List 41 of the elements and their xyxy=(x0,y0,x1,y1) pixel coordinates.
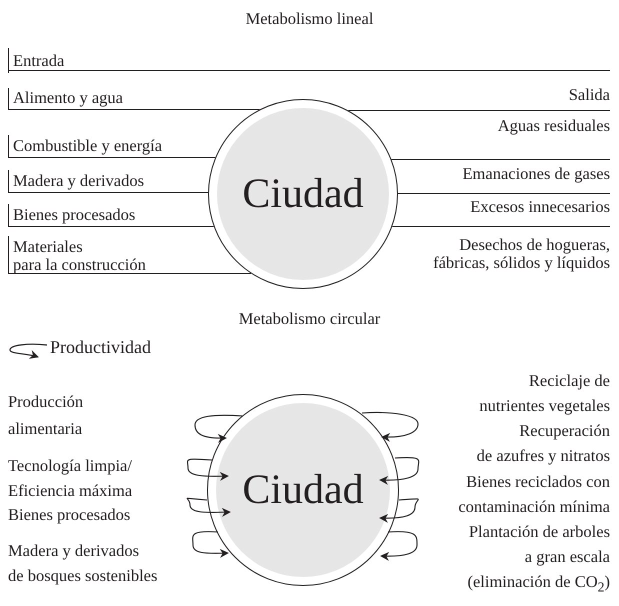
flow-label: Materiales para la construcción xyxy=(8,236,146,274)
loop-arrow xyxy=(379,498,419,523)
connector-line xyxy=(348,110,610,112)
connector-line xyxy=(8,226,214,228)
connector-line xyxy=(392,158,610,160)
flow-label: Bienes procesados xyxy=(8,204,136,227)
legend-label: Productividad xyxy=(50,336,151,359)
flow-label: Alimento y agua xyxy=(8,88,123,110)
flow-label: Producción alimentaria xyxy=(8,391,84,440)
section-heading: Entrada xyxy=(8,48,64,73)
flow-label: Tecnología limpia/ Eficiencia máxima xyxy=(8,455,132,502)
flow-label: Plantación de arboles a gran escala (eliminación de CO$_{2}$) xyxy=(467,521,610,596)
loop-arrow xyxy=(187,498,231,517)
city-circle: Ciudad xyxy=(207,394,399,586)
section-title: Metabolismo lineal xyxy=(244,8,374,30)
loop-arrow xyxy=(186,458,229,481)
connector-line xyxy=(8,108,260,110)
loop-arrow xyxy=(192,531,229,558)
city-circle: Ciudad xyxy=(208,99,398,289)
section-title: Metabolismo circular xyxy=(238,308,382,330)
flow-label: Recuperación de azufres y nitratos xyxy=(476,420,610,467)
flow-label: Bienes reciclados con contaminación mínima xyxy=(458,471,610,518)
connector-line xyxy=(398,192,610,194)
flow-label: Emanaciones de gases xyxy=(462,159,610,187)
connector-line xyxy=(8,272,251,274)
flow-label: Excesos innecesarios xyxy=(470,193,610,221)
section-heading: Salida xyxy=(568,84,610,106)
connector-line xyxy=(8,156,216,158)
flow-label: Bienes procesados xyxy=(8,504,130,526)
flow-label: Madera y derivados de bosques sostenibles xyxy=(8,540,158,587)
flow-label: Aguas residuales xyxy=(498,110,610,140)
loop-arrow xyxy=(379,456,420,485)
flow-label: Combustible y energía xyxy=(8,135,162,158)
connector-line xyxy=(392,226,610,228)
loop-arrow xyxy=(362,412,419,442)
loop-arrow xyxy=(380,531,418,561)
connector-line xyxy=(8,192,208,194)
loop-arrow xyxy=(194,414,244,443)
flow-label: Reciclaje de nutrientes vegetales xyxy=(479,370,610,417)
flow-label: Madera y derivados xyxy=(8,170,144,193)
flow-label: Desechos de hogueras, fábricas, sólidos y líquidos xyxy=(433,226,610,274)
